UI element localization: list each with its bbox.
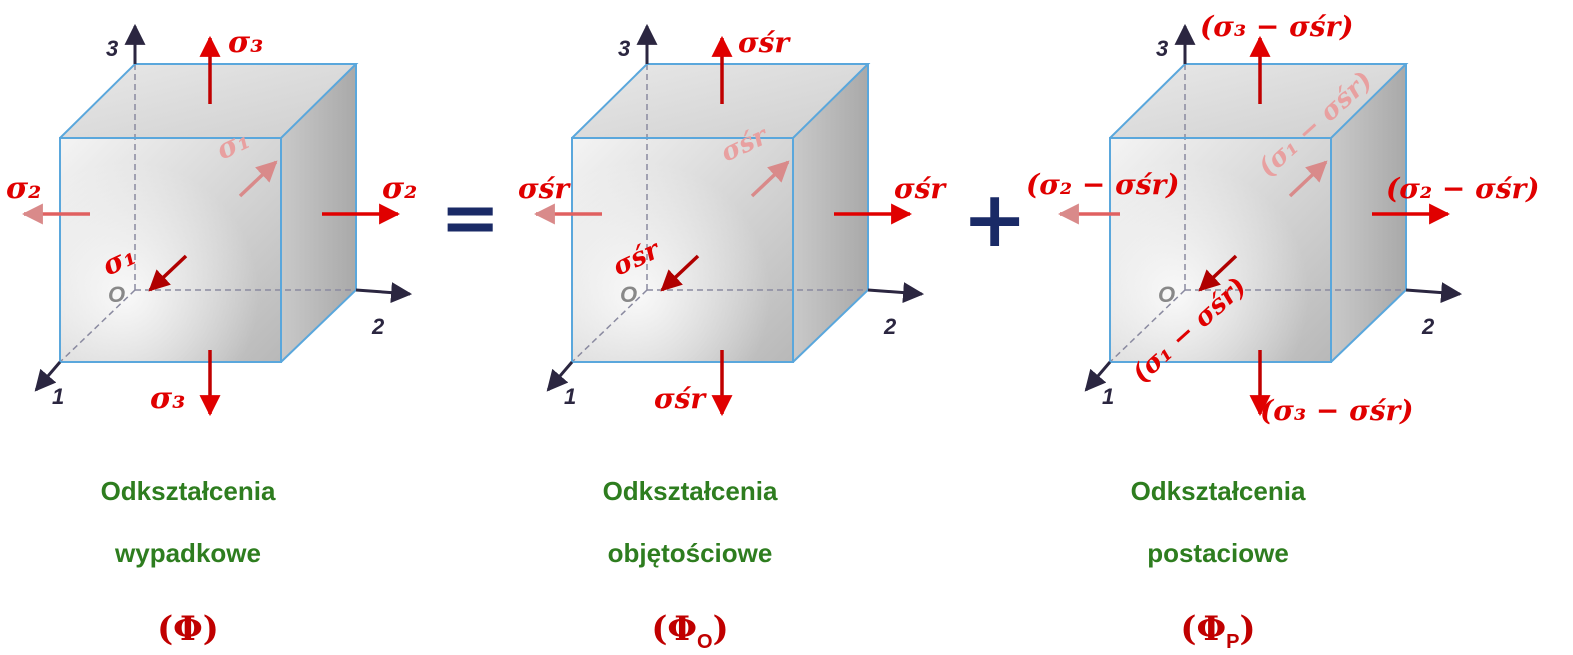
cube [571, 63, 871, 363]
cube-glow [60, 138, 281, 362]
panel-distortional: 3 2 1 O (σ₃ − σśr) (σ₃ − σśr) (σ₂ − σśr)… [1026, 10, 1540, 427]
caption-line2: objętościowe [608, 538, 773, 568]
axis-3-label: 3 [618, 36, 630, 61]
axis-3-label: 3 [106, 36, 118, 61]
label-left: (σ₂ − σśr) [1026, 168, 1180, 201]
origin-label: O [108, 282, 125, 307]
axis-1-label: 1 [52, 384, 64, 409]
axis-2 [355, 282, 413, 304]
label-left: σśr [518, 172, 571, 205]
axis-2-label: 2 [883, 314, 897, 339]
axes [34, 23, 413, 392]
arrow-front [660, 254, 700, 292]
label-right: σśr [894, 172, 947, 205]
label-top: σśr [738, 26, 791, 59]
axis-3-label: 3 [1156, 36, 1168, 61]
label-right: (σ₂ − σśr) [1386, 172, 1540, 205]
axis-1-label: 1 [564, 384, 576, 409]
label-right: σ₂ [382, 171, 417, 206]
cube-top-face [572, 64, 868, 138]
plus-operator: + [962, 174, 1027, 265]
origin-label: O [1158, 282, 1175, 307]
axis-1 [546, 361, 574, 392]
axes [546, 23, 925, 392]
phi-symbol: (ΦP) [1180, 609, 1255, 653]
label-top: (σ₃ − σśr) [1200, 10, 1354, 43]
phi-subscript: O [697, 631, 713, 653]
phi-symbol: (Φ) [157, 609, 219, 649]
origin-label: O [620, 282, 637, 307]
caption-line1: Odkształcenia [603, 476, 778, 506]
axes [1084, 23, 1463, 392]
caption-distortional: Odkształcenia postaciowe (ΦP) [1131, 476, 1306, 653]
caption-line2: wypadkowe [114, 538, 261, 568]
cube-top-face [1110, 64, 1406, 138]
label-bottom: (σ₃ − σśr) [1260, 394, 1414, 427]
axis-1 [34, 361, 62, 392]
cube-top-face [60, 64, 356, 138]
arrow-front [1198, 254, 1238, 292]
axis-2 [867, 282, 925, 304]
phi-symbol: (ΦO) [651, 609, 728, 653]
cube [59, 63, 359, 363]
axis-2-label: 2 [371, 314, 385, 339]
force-arrows [1057, 35, 1451, 417]
force-arrows [21, 35, 401, 417]
caption-volumetric: Odkształcenia objętościowe (ΦO) [603, 476, 778, 653]
arrow-back [1288, 160, 1328, 198]
arrow-back [750, 160, 790, 198]
cube-side-face [281, 64, 356, 362]
caption-line2: postaciowe [1147, 538, 1289, 568]
equals-operator: = [440, 174, 500, 259]
axis-1-label: 1 [1102, 384, 1114, 409]
axis-2 [1405, 282, 1463, 304]
force-arrows [533, 35, 913, 417]
cube-glow [572, 138, 793, 362]
label-bottom: σ₃ [150, 381, 185, 416]
panel-resultant: 3 2 1 O σ₃ σ₃ σ₂ σ₂ σ₁ σ₁ [6, 23, 417, 417]
caption-resultant: Odkształcenia wypadkowe (Φ) [101, 476, 276, 649]
cube-side-face [793, 64, 868, 362]
cube [1109, 63, 1409, 363]
cube-side-face [1331, 64, 1406, 362]
label-bottom: σśr [654, 382, 707, 415]
axis-1 [1084, 361, 1112, 392]
caption-line1: Odkształcenia [1131, 476, 1306, 506]
caption-line1: Odkształcenia [101, 476, 276, 506]
arrow-front [148, 254, 188, 292]
panel-volumetric: 3 2 1 O σśr σśr σśr σśr σśr σśr [518, 23, 947, 417]
cube-hidden-edges [59, 64, 356, 363]
arrow-back [238, 160, 278, 198]
cube-hidden-edges [1109, 64, 1406, 363]
label-top: σ₃ [228, 25, 263, 60]
phi-subscript: P [1226, 631, 1239, 653]
label-left: σ₂ [6, 171, 41, 206]
cube-glow [1110, 138, 1331, 362]
axis-2-label: 2 [1421, 314, 1435, 339]
cube-hidden-edges [571, 64, 868, 363]
